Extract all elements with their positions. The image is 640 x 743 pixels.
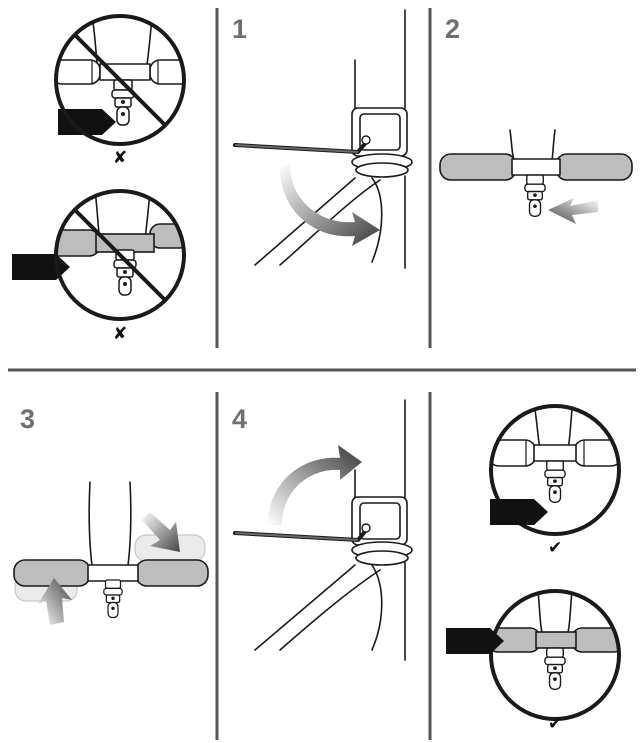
correct-example-top: ✔ [488, 406, 622, 558]
step3-rotate-handlebar [14, 482, 208, 625]
check-mark-icon: ✔ [548, 714, 562, 734]
step4-tighten-bolt [235, 400, 412, 660]
wrong-example-top: ✘ [52, 16, 198, 168]
correct-example-bottom: ✔ [446, 590, 624, 734]
curved-arrow-icon [280, 165, 380, 246]
step-number-4: 4 [232, 404, 247, 434]
step-number-2: 2 [445, 14, 460, 44]
cross-mark-icon: ✘ [113, 148, 127, 168]
check-mark-icon: ✔ [548, 538, 562, 558]
pointer-arrow-icon [490, 499, 548, 525]
step1-loosen-bolt [235, 10, 412, 268]
cross-mark-icon: ✘ [113, 324, 127, 344]
step-number-3: 3 [20, 404, 35, 434]
wrong-example-bottom: ✘ [12, 190, 190, 344]
curved-arrow-icon [268, 445, 362, 525]
step-number-1: 1 [232, 14, 247, 44]
step2-align-handlebar [440, 130, 632, 224]
curved-arrow-icon [548, 198, 598, 224]
